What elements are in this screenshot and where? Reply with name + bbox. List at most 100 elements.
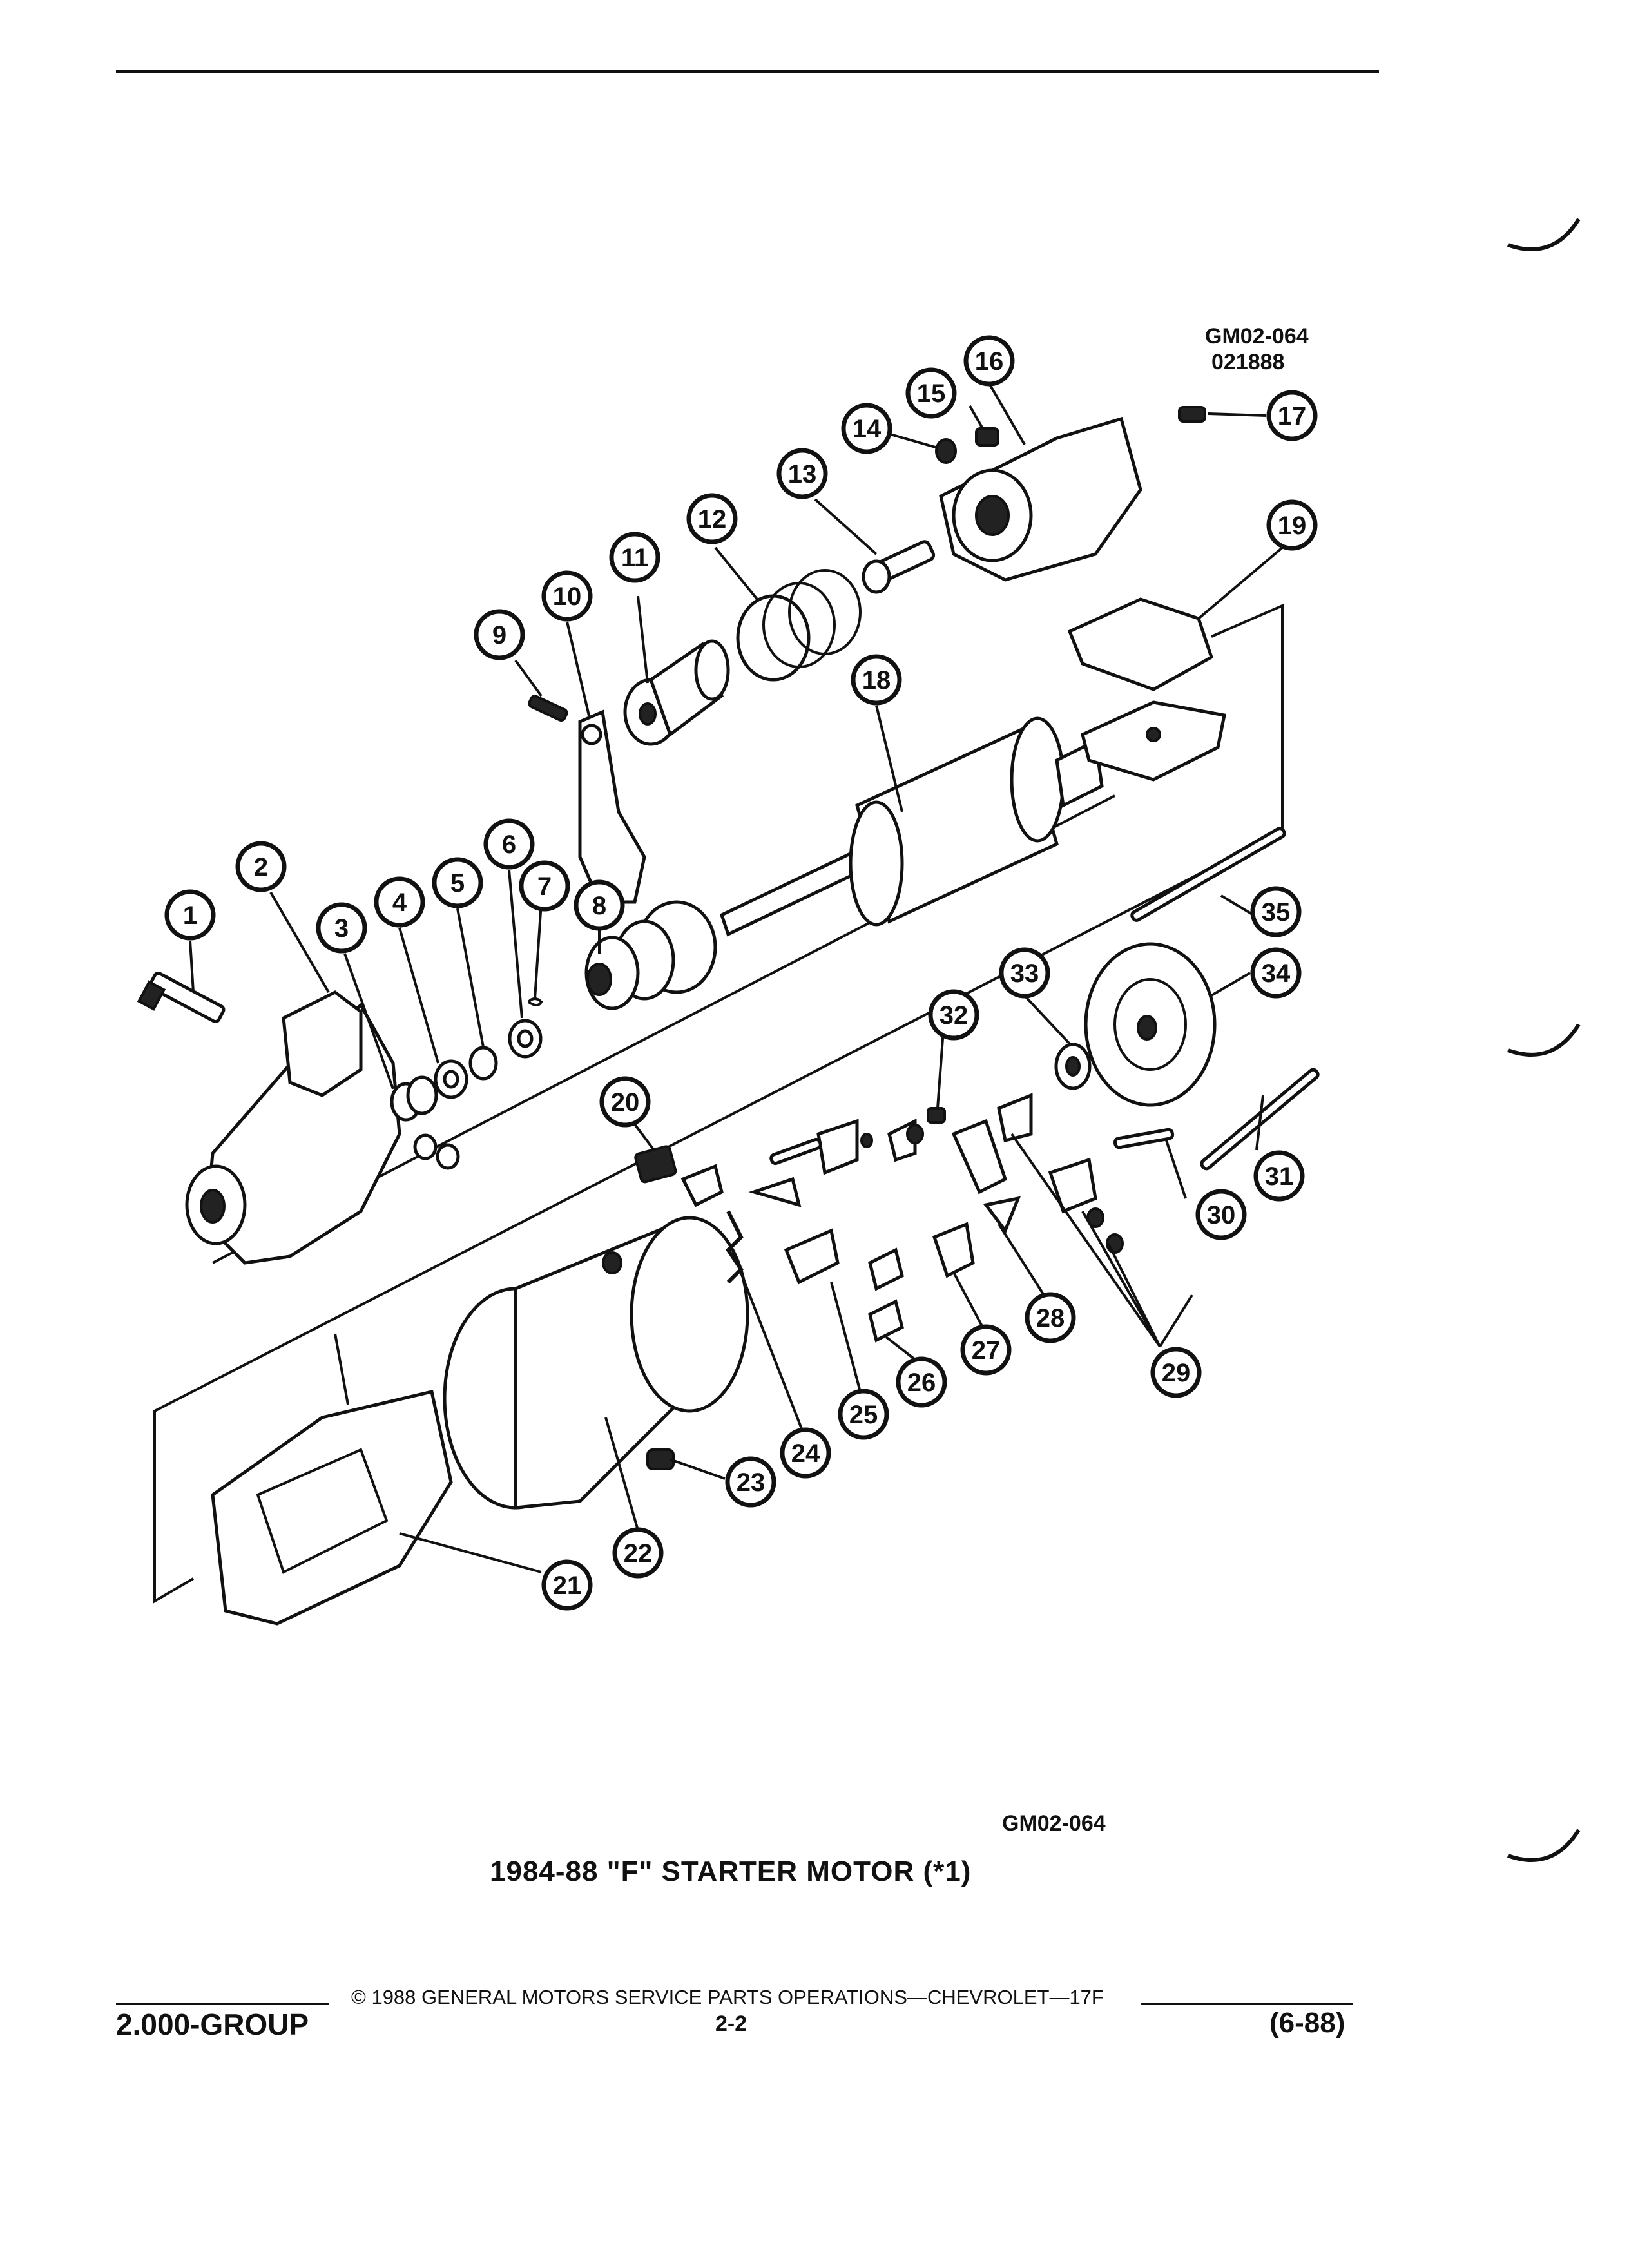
- svg-text:16: 16: [975, 347, 1004, 376]
- svg-text:34: 34: [1262, 959, 1291, 988]
- part-15-screw: [975, 427, 999, 447]
- svg-text:31: 31: [1265, 1162, 1294, 1191]
- callout-8: 8: [574, 879, 625, 931]
- part-23-screw: [646, 1448, 675, 1470]
- callout-14: 14: [841, 403, 892, 454]
- callout-21: 21: [541, 1559, 593, 1611]
- part-22-field-frame: [443, 1215, 749, 1510]
- callout-15: 15: [905, 367, 957, 419]
- svg-text:1: 1: [183, 901, 197, 930]
- svg-text:9: 9: [492, 621, 506, 649]
- svg-text:28: 28: [1036, 1304, 1065, 1332]
- part-11-plunger: [623, 639, 730, 746]
- callout-12: 12: [686, 493, 738, 544]
- callout-33: 33: [999, 947, 1050, 999]
- part-16-solenoid: [939, 416, 1142, 582]
- part-13-contact-assembly: [862, 540, 936, 594]
- part-33-washer: [1054, 1043, 1092, 1090]
- svg-text:32: 32: [940, 1001, 969, 1030]
- svg-text:23: 23: [737, 1468, 766, 1497]
- footer-page-number: 2-2: [715, 2012, 747, 2036]
- svg-text:4: 4: [392, 889, 407, 917]
- svg-text:19: 19: [1278, 512, 1307, 540]
- brush-plate-hardware: [680, 1093, 1124, 1343]
- callout-5: 5: [432, 857, 483, 908]
- drawing-code: GM02-064: [1205, 324, 1309, 349]
- housing-nuts: [413, 1133, 460, 1170]
- part-21-field-coil: [211, 1333, 453, 1626]
- callout-13: 13: [776, 448, 828, 499]
- leader-lines: [189, 382, 1284, 1573]
- callout-32: 32: [928, 989, 979, 1041]
- callout-29: 29: [1150, 1347, 1202, 1398]
- part-14-nut: [935, 438, 957, 464]
- svg-text:24: 24: [791, 1439, 820, 1468]
- top-rule: [116, 70, 1379, 73]
- callout-19: 19: [1266, 499, 1318, 551]
- caption-title: 1984-88 "F" STARTER MOTOR (*1): [490, 1856, 972, 1887]
- part-2-drive-housing: [185, 990, 401, 1265]
- svg-text:26: 26: [907, 1369, 936, 1397]
- callout-28: 28: [1025, 1292, 1076, 1343]
- part-20-brush: [634, 1145, 677, 1184]
- svg-text:20: 20: [611, 1088, 640, 1117]
- svg-text:33: 33: [1010, 959, 1039, 988]
- callout-24: 24: [780, 1427, 831, 1479]
- part-18-armature: [719, 716, 1104, 937]
- footer-revision: (6-88): [1269, 2007, 1345, 2039]
- caption-code: GM02-064: [1002, 1811, 1106, 1836]
- callout-27: 27: [960, 1324, 1012, 1376]
- svg-text:7: 7: [537, 872, 552, 901]
- part-12-springs: [736, 569, 862, 682]
- footer-group: 2.000-GROUP: [116, 2008, 309, 2041]
- svg-text:30: 30: [1207, 1201, 1236, 1229]
- parts-4-5-6-washers: [434, 1019, 543, 1099]
- svg-text:5: 5: [450, 869, 465, 898]
- svg-text:17: 17: [1278, 402, 1307, 430]
- callout-22: 22: [612, 1527, 664, 1579]
- callout-26: 26: [896, 1356, 947, 1408]
- svg-text:13: 13: [788, 460, 817, 488]
- part-35-through-bolt: [1130, 827, 1286, 922]
- svg-text:27: 27: [972, 1336, 1001, 1365]
- callout-35: 35: [1250, 886, 1302, 937]
- binding-marks: [1507, 218, 1581, 1862]
- callout-4: 4: [374, 876, 425, 928]
- callout-20: 20: [599, 1076, 651, 1128]
- callouts: 1 2 3 4 5 6 7 8 9 10 11 12 13 14 15 16 1…: [164, 335, 1318, 1611]
- svg-text:18: 18: [862, 666, 891, 695]
- callout-25: 25: [838, 1389, 889, 1440]
- footer-copyright: © 1988 GENERAL MOTORS SERVICE PARTS OPER…: [351, 1986, 1104, 2008]
- svg-text:3: 3: [334, 914, 349, 943]
- part-10-shift-lever: [578, 709, 646, 904]
- callout-23: 23: [725, 1456, 776, 1508]
- svg-text:22: 22: [624, 1539, 653, 1568]
- svg-text:8: 8: [592, 892, 606, 920]
- part-7-retainer-ring: [527, 997, 543, 1006]
- callout-6: 6: [483, 818, 535, 870]
- callout-31: 31: [1253, 1150, 1305, 1202]
- callout-18: 18: [851, 654, 902, 706]
- callout-16: 16: [963, 335, 1015, 387]
- svg-text:11: 11: [621, 544, 648, 572]
- svg-text:21: 21: [553, 1571, 582, 1600]
- callout-34: 34: [1250, 947, 1302, 999]
- part-34-commutator-end-frame: [1084, 942, 1217, 1107]
- part-9-pin: [528, 695, 568, 722]
- part-3-bushing: [390, 1075, 438, 1122]
- callout-30: 30: [1195, 1189, 1247, 1240]
- drawing-date: 021888: [1211, 350, 1285, 374]
- svg-text:2: 2: [254, 853, 268, 881]
- part-17-screw: [1178, 406, 1206, 423]
- svg-text:10: 10: [553, 582, 582, 611]
- part-24-spring: [726, 1210, 744, 1284]
- callout-9: 9: [474, 609, 525, 660]
- footer-rule-left: [116, 2003, 329, 2005]
- svg-text:6: 6: [502, 831, 516, 859]
- part-8-drive-assembly: [584, 900, 717, 1010]
- part-1-bolt: [137, 971, 226, 1024]
- part-30-bolt: [1113, 1128, 1175, 1149]
- callout-11: 11: [609, 532, 660, 583]
- svg-text:25: 25: [849, 1401, 878, 1429]
